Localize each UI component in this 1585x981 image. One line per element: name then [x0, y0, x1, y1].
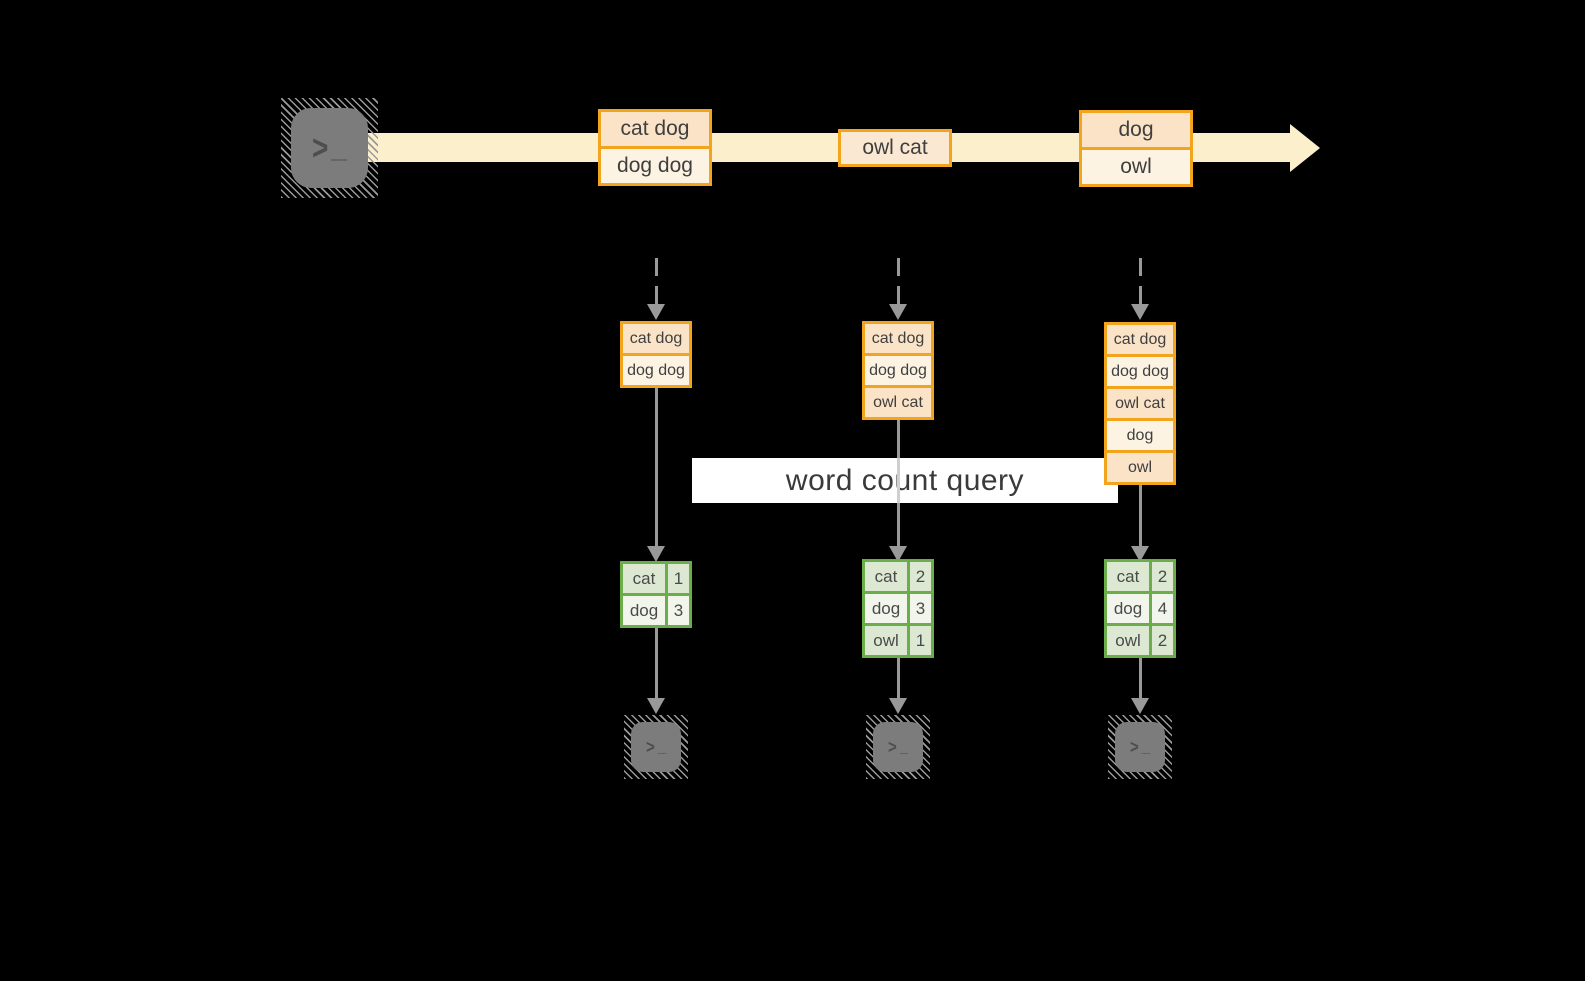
arrow-line [655, 628, 658, 698]
prompt-underscore-icon: _ [657, 738, 667, 756]
prompt-chevron-icon: > [645, 736, 655, 758]
word-cell: dog [1107, 594, 1152, 623]
buffer-line: dog [1107, 418, 1173, 450]
stream-event-line: owl [1082, 147, 1190, 184]
buffer-line: dog dog [623, 353, 689, 385]
count-row: cat 2 [1107, 562, 1173, 591]
prompt-underscore-icon: _ [899, 738, 909, 756]
count-row: owl 1 [865, 623, 931, 655]
arrowhead-icon [647, 546, 665, 562]
buffer-line: dog dog [1107, 354, 1173, 386]
word-cell: cat [623, 564, 668, 593]
count-cell: 1 [915, 630, 926, 650]
terminal-sink-icon: > _ [1108, 715, 1172, 779]
stream-event-box-2: owl cat [838, 129, 952, 167]
dashed-arrowhead-icon [889, 304, 907, 320]
count-row: owl 2 [1107, 623, 1173, 655]
stream-event-line: dog [1082, 113, 1190, 147]
query-label: word count query [785, 463, 1025, 497]
state-buffer-box-2: cat dog dog dog owl cat [862, 321, 934, 420]
terminal-screen: > _ [291, 108, 368, 188]
dashed-arrow-line [655, 258, 658, 304]
count-row: cat 2 [865, 562, 931, 591]
terminal-sink-icon: > _ [866, 715, 930, 779]
arrow-line [1139, 485, 1142, 546]
dashed-arrow-line [897, 258, 900, 304]
count-cell: 4 [1157, 598, 1168, 618]
count-table-3: cat 2 dog 4 owl 2 [1104, 559, 1176, 658]
buffer-line: dog dog [865, 353, 931, 385]
arrow-line [1139, 658, 1142, 698]
count-cell: 3 [915, 598, 926, 618]
stream-event-line: dog dog [601, 146, 709, 183]
prompt-chevron-icon: > [1129, 736, 1139, 758]
count-cell: 1 [673, 568, 684, 588]
query-label-band: word count query [692, 458, 1118, 503]
stream-event-line: owl cat [841, 132, 949, 164]
stream-event-box-3: dog owl [1079, 110, 1193, 187]
count-table-1: cat 1 dog 3 [620, 561, 692, 628]
arrowhead-icon [1131, 698, 1149, 714]
terminal-sink-icon: > _ [624, 715, 688, 779]
prompt-underscore-icon: _ [1141, 738, 1151, 756]
arrowhead-icon [1131, 546, 1149, 562]
word-cell: cat [865, 562, 910, 591]
word-cell: owl [1107, 626, 1152, 655]
arrowhead-icon [647, 698, 665, 714]
word-cell: owl [865, 626, 910, 655]
count-row: cat 1 [623, 564, 689, 593]
terminal-screen: > _ [631, 722, 681, 772]
word-cell: dog [623, 596, 668, 625]
dashed-arrowhead-icon [647, 304, 665, 320]
dashed-arrow-line [1139, 258, 1142, 304]
prompt-underscore-icon: _ [331, 132, 347, 163]
terminal-source-icon: > _ [281, 98, 378, 198]
count-cell: 2 [1157, 630, 1168, 650]
buffer-line: owl cat [865, 385, 931, 417]
word-cell: dog [865, 594, 910, 623]
count-row: dog 3 [865, 591, 931, 623]
count-cell: 3 [673, 600, 684, 620]
word-cell: cat [1107, 562, 1152, 591]
arrowhead-icon [889, 698, 907, 714]
stream-event-line: cat dog [601, 112, 709, 146]
prompt-chevron-icon: > [312, 128, 329, 167]
arrowhead-icon [889, 546, 907, 562]
count-cell: 2 [915, 566, 926, 586]
stream-event-box-1: cat dog dog dog [598, 109, 712, 186]
arrow-line [655, 388, 658, 546]
terminal-screen: > _ [873, 722, 923, 772]
buffer-line: cat dog [865, 324, 931, 353]
stream-arrowhead-icon [1290, 124, 1320, 172]
state-buffer-box-3: cat dog dog dog owl cat dog owl [1104, 322, 1176, 485]
terminal-screen: > _ [1115, 722, 1165, 772]
count-table-2: cat 2 dog 3 owl 1 [862, 559, 934, 658]
arrow-crossing-line [897, 458, 900, 503]
count-row: dog 4 [1107, 591, 1173, 623]
count-row: dog 3 [623, 593, 689, 625]
buffer-line: cat dog [623, 324, 689, 353]
buffer-line: owl [1107, 450, 1173, 482]
dashed-arrowhead-icon [1131, 304, 1149, 320]
buffer-line: cat dog [1107, 325, 1173, 354]
state-buffer-box-1: cat dog dog dog [620, 321, 692, 388]
arrow-line [897, 658, 900, 698]
prompt-chevron-icon: > [887, 736, 897, 758]
count-cell: 2 [1157, 566, 1168, 586]
buffer-line: owl cat [1107, 386, 1173, 418]
